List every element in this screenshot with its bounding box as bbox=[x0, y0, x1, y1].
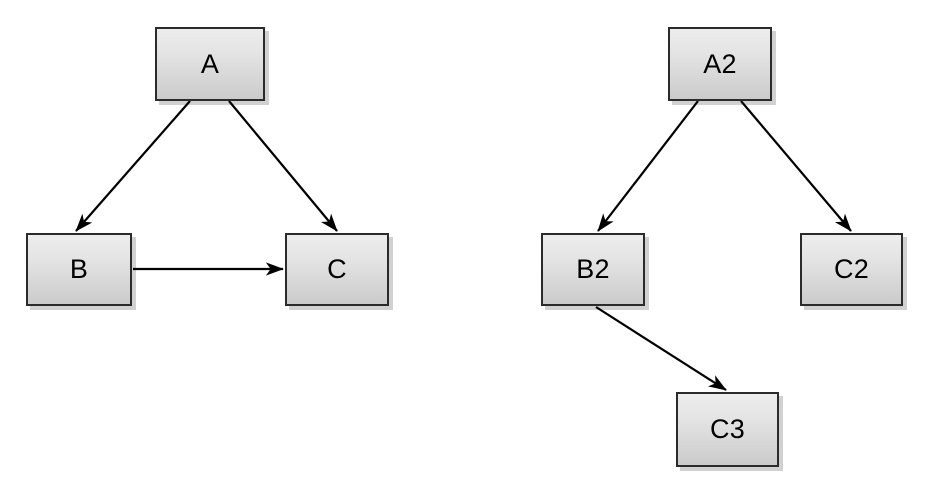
node-a2[interactable]: A2 bbox=[668, 27, 772, 101]
edge-b2-to-c3[interactable] bbox=[595, 306, 727, 391]
node-label: C2 bbox=[834, 254, 869, 284]
node-b[interactable]: B bbox=[26, 233, 132, 306]
node-label: C bbox=[327, 254, 347, 284]
edge-a-to-b[interactable] bbox=[75, 100, 191, 232]
edge-a2-to-c2[interactable] bbox=[740, 100, 852, 232]
node-label: B bbox=[69, 254, 89, 284]
node-b2[interactable]: B2 bbox=[541, 233, 645, 306]
node-label: C3 bbox=[710, 414, 745, 444]
node-c3[interactable]: C3 bbox=[676, 392, 779, 467]
edge-a-to-c[interactable] bbox=[228, 100, 338, 232]
node-label: B2 bbox=[576, 254, 610, 284]
edge-a2-to-b2[interactable] bbox=[597, 100, 699, 232]
node-label: A2 bbox=[703, 48, 737, 79]
node-a[interactable]: A bbox=[155, 27, 265, 101]
node-label: A bbox=[200, 48, 220, 79]
node-c[interactable]: C bbox=[285, 233, 389, 306]
node-c2[interactable]: C2 bbox=[800, 233, 903, 306]
